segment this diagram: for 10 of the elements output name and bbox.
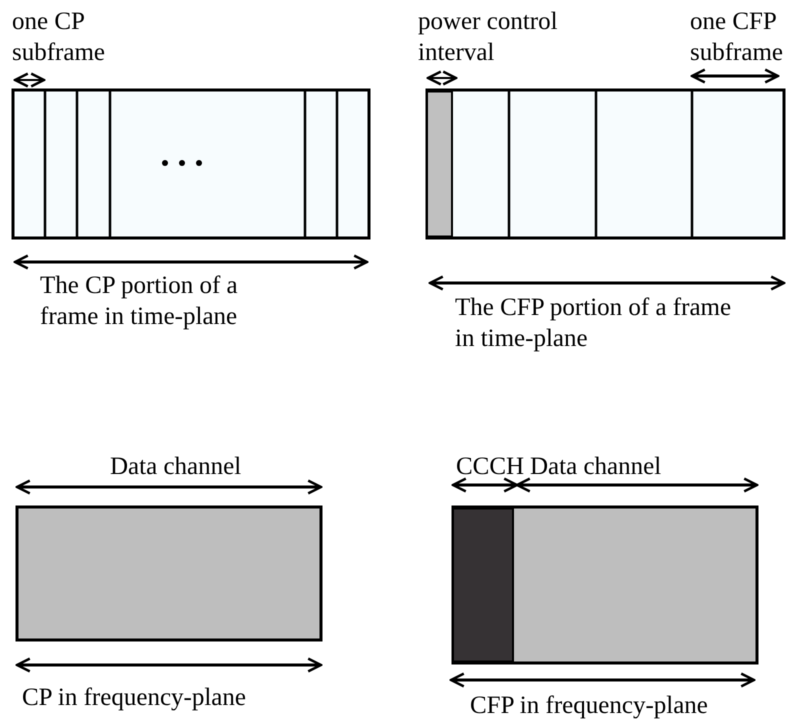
dimension-label: Data channel <box>530 452 662 482</box>
dimension-label: Data channel <box>110 452 242 482</box>
dimension-label: CCCH <box>456 452 526 482</box>
dimension-label: power control interval <box>418 7 559 68</box>
dimension-label: The CFP portion of a frame in time-plane <box>455 293 732 354</box>
dimension-label: CFP in frequency-plane <box>470 691 709 721</box>
dimension-label: one CP subframe <box>12 7 106 68</box>
dimension-label: one CFP subframe <box>690 7 784 68</box>
dimension-label: CP in frequency-plane <box>22 683 247 713</box>
dimension-label: The CP portion of a frame in time-plane <box>40 271 239 332</box>
